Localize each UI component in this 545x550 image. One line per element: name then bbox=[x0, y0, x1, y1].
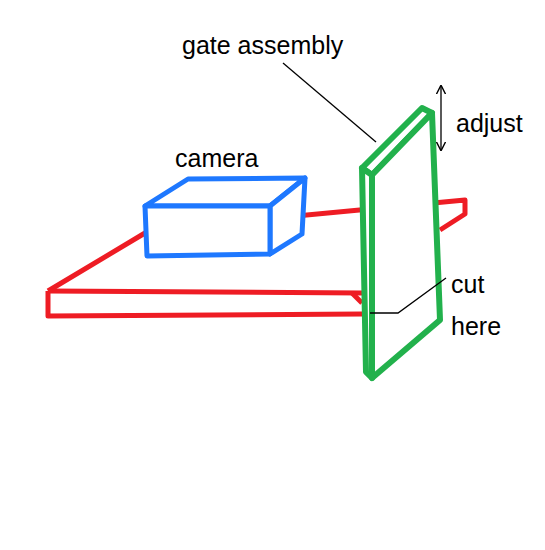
camera-side bbox=[270, 178, 305, 254]
camera-box bbox=[145, 178, 305, 256]
plate-corner bbox=[352, 293, 362, 303]
part-label: camera bbox=[175, 137, 258, 179]
part-label: adjust bbox=[456, 102, 523, 144]
leader-line bbox=[283, 63, 376, 142]
part-label: gate assembly bbox=[182, 24, 343, 66]
gate-front bbox=[372, 113, 440, 378]
camera-front bbox=[145, 206, 270, 256]
leader-line bbox=[370, 278, 446, 313]
gate-assembly bbox=[362, 108, 440, 378]
plate-front bbox=[48, 291, 362, 316]
adjust-arrow bbox=[440, 86, 441, 150]
part-label: cut here bbox=[451, 263, 513, 347]
plate-edge bbox=[48, 291, 362, 293]
